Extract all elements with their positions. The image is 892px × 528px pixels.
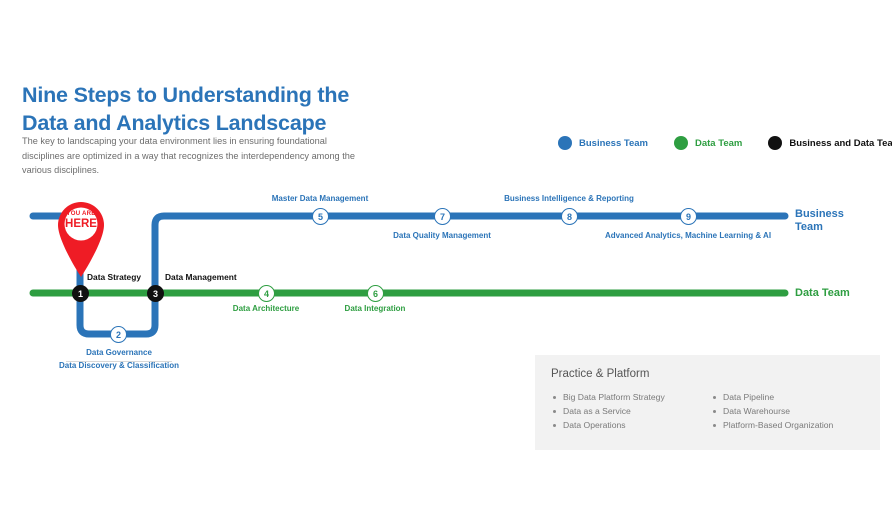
step-node-9-number: 9 [685, 211, 691, 222]
step-label-4: Data Architecture [232, 304, 300, 313]
list-item: Data Pipeline [711, 391, 871, 405]
step-label-3: Data Management [165, 272, 237, 282]
business-team-track-label: Business Team [795, 208, 844, 234]
step-label-9: Advanced Analytics, Machine Learning & A… [604, 231, 772, 240]
map-pin-icon [58, 202, 104, 277]
legend-label-data-team: Data Team [695, 137, 743, 149]
business-track-path [29, 212, 789, 338]
practice-platform-panel: Practice & Platform Big Data Platform St… [535, 355, 880, 450]
legend-label-business-and-data-team: Business and Data Team [789, 137, 892, 149]
list-item: Data Warehourse [711, 405, 871, 419]
legend-dot-data-team [674, 136, 688, 150]
business-team-track-label-line-2: Team [795, 221, 823, 234]
practice-platform-column-right: Data Pipeline Data Warehourse Platform-B… [711, 391, 871, 433]
step-node-3-number: 3 [152, 288, 158, 299]
step-node-9[interactable]: 9 [680, 208, 697, 225]
list-item: Big Data Platform Strategy [551, 391, 711, 405]
legend-item-data-team: Data Team [674, 136, 742, 150]
you-are-here-pin: YOU ARE HERE [52, 196, 110, 278]
step-node-5[interactable]: 5 [312, 208, 329, 225]
legend-item-business-and-data-team: Business and Data Team [768, 136, 892, 150]
step-node-7[interactable]: 7 [434, 208, 451, 225]
step-sublabel-2: Data Discovery & Classification [58, 361, 180, 370]
data-team-track-label: Data Team [795, 287, 850, 299]
step-node-8-number: 8 [566, 211, 572, 222]
step-label-5: Master Data Management [271, 194, 369, 203]
page-title: Nine Steps to Understanding the Data and… [22, 82, 442, 137]
step-label-2: Data Governance [86, 348, 152, 357]
list-item: Data as a Service [551, 405, 711, 419]
step-label-6: Data Integration [344, 304, 406, 313]
practice-platform-columns: Big Data Platform Strategy Data as a Ser… [551, 391, 871, 433]
legend-item-business-team: Business Team [558, 136, 648, 150]
step-label-1: Data Strategy [87, 272, 141, 282]
step-node-4[interactable]: 4 [258, 285, 275, 302]
business-team-track-label-line-1: Business [795, 208, 844, 220]
page-title-line-1: Nine Steps to Understanding the [22, 83, 350, 107]
step-node-4-number: 4 [263, 288, 269, 299]
legend-dot-business-team [558, 136, 572, 150]
step-label-7: Data Quality Management [393, 231, 491, 240]
step-node-6[interactable]: 6 [367, 285, 384, 302]
step-node-3[interactable]: 3 [147, 285, 164, 302]
list-item: Platform-Based Organization [711, 419, 871, 433]
step-node-7-number: 7 [439, 211, 445, 222]
step-node-1-number: 1 [77, 288, 83, 299]
step-node-2[interactable]: 2 [110, 326, 127, 343]
step-node-2-number: 2 [115, 329, 121, 340]
legend-label-business-team: Business Team [579, 137, 648, 149]
page-title-line-2: Data and Analytics Landscape [22, 110, 327, 135]
step-node-1[interactable]: 1 [72, 285, 89, 302]
page-subtitle: The key to landscaping your data environ… [22, 136, 355, 176]
list-item: Data Operations [551, 419, 711, 433]
step-node-5-number: 5 [317, 211, 323, 222]
step-label-8: Business Intelligence & Reporting [504, 194, 634, 203]
step-2-divider [66, 361, 172, 362]
legend: Business Team Data Team Business and Dat… [558, 136, 892, 150]
map-pin-inner-circle [64, 207, 98, 241]
step-node-6-number: 6 [372, 288, 378, 299]
legend-dot-business-and-data-team [768, 136, 783, 150]
practice-platform-title: Practice & Platform [551, 368, 650, 380]
step-node-8[interactable]: 8 [561, 208, 578, 225]
practice-platform-column-left: Big Data Platform Strategy Data as a Ser… [551, 391, 711, 433]
